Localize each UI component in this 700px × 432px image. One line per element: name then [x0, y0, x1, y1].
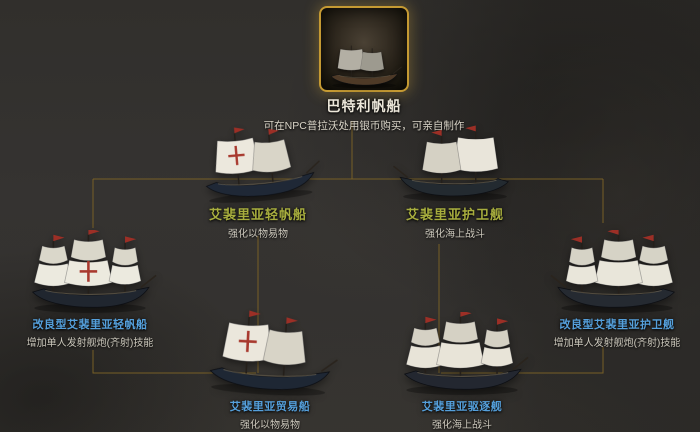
node-title: 艾裴里亚驱逐舰	[421, 401, 503, 413]
node-title: 巴特利帆船	[326, 98, 402, 114]
node-desc: 强化以物易物	[240, 420, 300, 431]
node-title: 改良型艾裴里亚护卫舰	[559, 319, 675, 331]
node-epheria-sailboat[interactable]: 艾裴里亚轻帆船 强化以物易物	[158, 124, 358, 240]
epheria-caravel-ship-image[interactable]	[195, 310, 345, 398]
node-title: 改良型艾裴里亚轻帆船	[32, 319, 148, 331]
bartali-ship-image	[325, 18, 403, 90]
node-title: 艾裴里亚贸易船	[229, 401, 311, 413]
node-desc: 强化以物易物	[228, 229, 288, 240]
bartali-sailboat-icon[interactable]	[319, 6, 409, 92]
node-epheria-caravel[interactable]: 艾裴里亚贸易船 强化以物易物	[170, 310, 370, 431]
node-desc: 强化海上战斗	[432, 420, 492, 431]
node-epheria-frigate[interactable]: 艾裴里亚护卫舰 强化海上战斗	[355, 124, 555, 240]
node-desc: 可在NPC普拉沃处用银币购买，可亲自制作	[263, 120, 465, 132]
node-epheria-galleass[interactable]: 艾裴里亚驱逐舰 强化海上战斗	[362, 312, 562, 431]
node-bartali-sailboat[interactable]: 巴特利帆船 可在NPC普拉沃处用银币购买，可亲自制作	[254, 6, 474, 133]
node-desc: 强化海上战斗	[425, 229, 485, 240]
node-desc: 增加单人发射舰炮(齐射)技能	[553, 338, 681, 349]
node-title: 艾裴里亚护卫舰	[405, 207, 504, 222]
epheria-galleass-ship-image[interactable]	[388, 312, 536, 398]
improved-epheria-frigate-ship-image[interactable]	[532, 230, 700, 316]
node-improved-epheria-sailboat[interactable]: 改良型艾裴里亚轻帆船 增加单人发射舰炮(齐射)技能	[0, 230, 200, 349]
epheria-frigate-ship-image[interactable]	[380, 124, 530, 204]
node-improved-epheria-frigate[interactable]: 改良型艾裴里亚护卫舰 增加单人发射舰炮(齐射)技能	[507, 230, 700, 349]
epheria-sailboat-ship-image[interactable]	[179, 124, 337, 204]
node-desc: 增加单人发射舰炮(齐射)技能	[26, 338, 154, 349]
improved-epheria-sailboat-ship-image[interactable]	[5, 230, 175, 316]
node-title: 艾裴里亚轻帆船	[208, 207, 307, 222]
